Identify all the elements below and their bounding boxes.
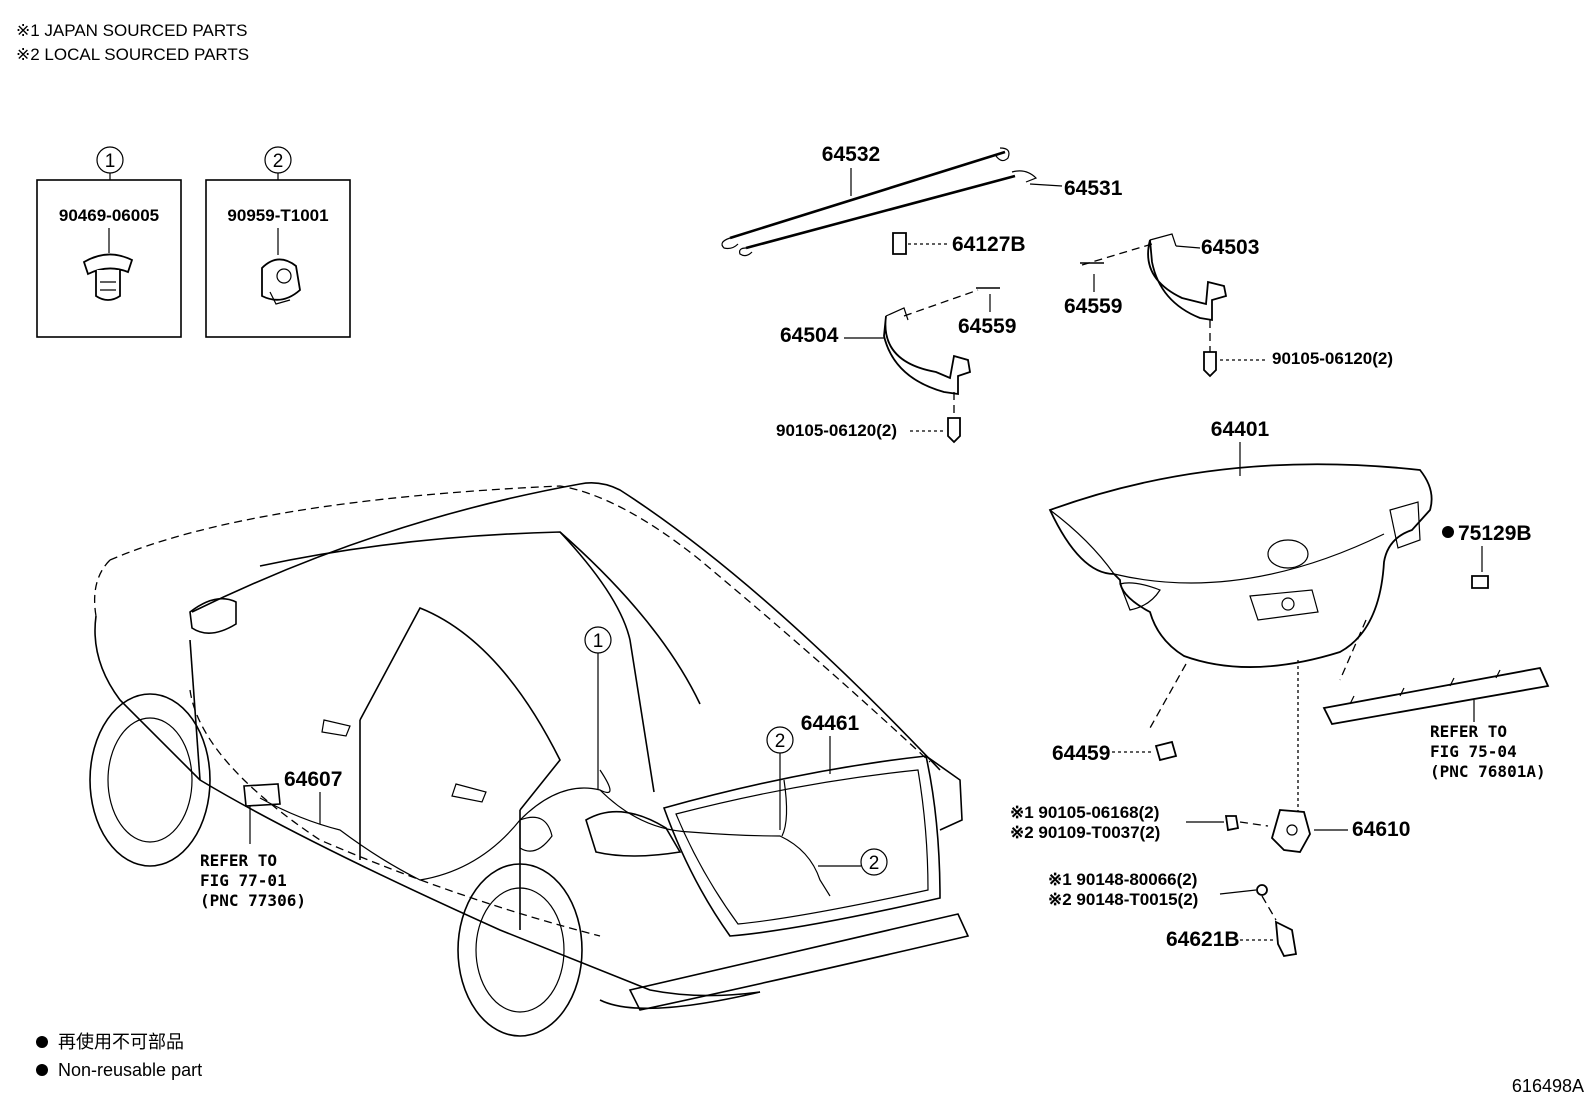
inset-box-2: 2 90959-T1001 (205, 146, 351, 338)
label-64459: 64459 (1052, 742, 1110, 765)
header-note-japan: ※1 JAPAN SOURCED PARTS (16, 21, 248, 40)
label-screw-local: ※2 90109-T0037(2) (1010, 823, 1160, 842)
cushion-75129b (1471, 575, 1489, 589)
callout-1: 1 (593, 631, 604, 652)
callout-circle-2b (860, 848, 888, 876)
ref-left-line1: REFER TO (200, 851, 277, 870)
label-64531: 64531 (1064, 177, 1123, 200)
clamp-icon (261, 258, 301, 305)
bumper-64459 (1154, 740, 1178, 762)
torsion-bars (721, 147, 1038, 257)
inset-part-number-1: 90469-06005 (59, 206, 159, 225)
inset-marker-1: 1 (105, 151, 116, 172)
trunk-lock (1270, 809, 1311, 853)
label-64559-right: 64559 (1064, 295, 1122, 318)
bracket-64127b (892, 232, 907, 255)
label-64504: 64504 (780, 324, 839, 347)
label-bolt-local: ※2 90148-T0015(2) (1048, 890, 1198, 909)
label-64610: 64610 (1352, 818, 1410, 841)
inset-box-1: 1 90469-06005 (36, 146, 182, 338)
legend-jp: 再使用不可部品 (58, 1032, 184, 1052)
label-bolt-right: 90105-06120(2) (1272, 349, 1393, 368)
label-bolt-jp: ※1 90148-80066(2) (1048, 870, 1197, 889)
hinge-right (1080, 233, 1228, 378)
label-64127b: 64127B (952, 233, 1026, 256)
connector-64607 (243, 783, 281, 807)
hinge-left (883, 287, 1000, 444)
label-64607: 64607 (284, 768, 342, 791)
label-bolt-left: 90105-06120(2) (776, 421, 897, 440)
vehicle-outline (89, 482, 970, 1037)
callout-2b: 2 (869, 853, 880, 874)
figure-id: 616498A (1512, 1076, 1584, 1096)
label-64559-left: 64559 (958, 315, 1016, 338)
label-64503: 64503 (1201, 236, 1259, 259)
ref-left-line3: (PNC 77306) (200, 891, 306, 910)
ref-left-line2: FIG 77-01 (200, 871, 287, 890)
non-reusable-dot-icon (1442, 526, 1454, 538)
clip-icon (82, 253, 134, 301)
label-screw-jp: ※1 90105-06168(2) (1010, 803, 1159, 822)
label-64461: 64461 (801, 712, 860, 735)
ref-right-line1: REFER TO (1430, 722, 1507, 741)
label-64532: 64532 (822, 143, 880, 166)
ref-right-line2: FIG 75-04 (1430, 742, 1517, 761)
label-64621b: 64621B (1166, 928, 1240, 951)
bolt-icon (1256, 884, 1268, 896)
inset-part-number-2: 90959-T1001 (227, 206, 328, 225)
trunk-lid (1048, 463, 1433, 812)
striker-64621b (1274, 920, 1298, 957)
callout-2a: 2 (775, 731, 786, 752)
spoiler-strip (1322, 666, 1550, 726)
screw-icon (1224, 815, 1240, 832)
inset-marker-2: 2 (273, 151, 284, 172)
header-note-local: ※2 LOCAL SOURCED PARTS (16, 45, 249, 64)
legend-en: Non-reusable part (58, 1060, 202, 1080)
legend-dot-icon-jp (36, 1036, 48, 1048)
legend-dot-icon-en (36, 1064, 48, 1076)
wire-harness (243, 769, 831, 897)
ref-right-line3: (PNC 76801A) (1430, 762, 1546, 781)
label-75129b: 75129B (1458, 522, 1532, 545)
label-64401: 64401 (1211, 418, 1270, 441)
